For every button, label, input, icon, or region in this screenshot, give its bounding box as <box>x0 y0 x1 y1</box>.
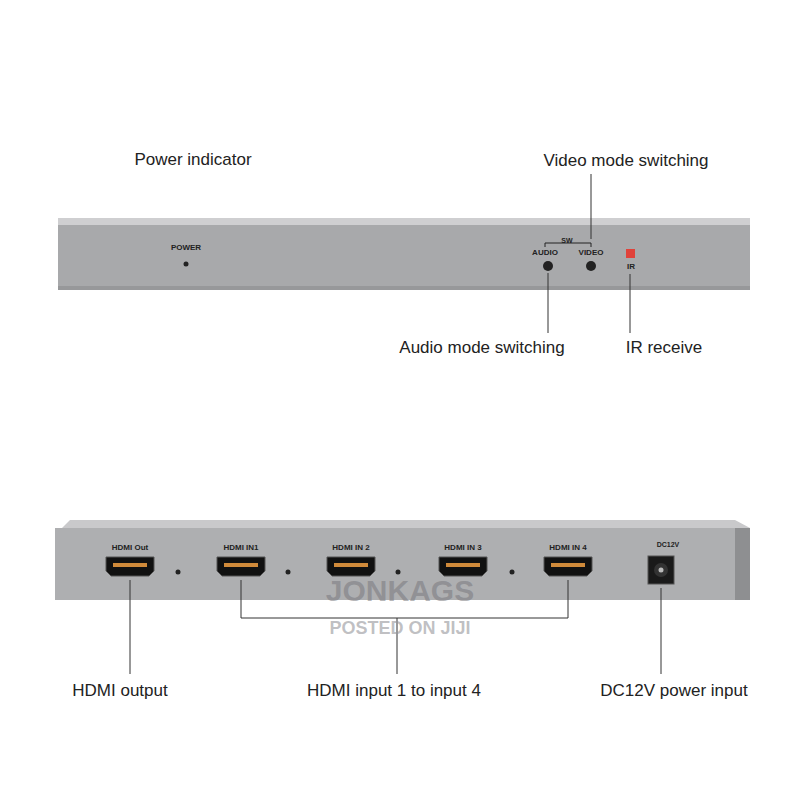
callout-label: HDMI input 1 to input 4 <box>307 682 481 699</box>
front-panel-top <box>58 218 750 225</box>
panel-label: POWER <box>171 244 201 252</box>
panel-label: HDMI Out <box>112 544 148 552</box>
leader-line <box>130 580 131 674</box>
ir-window <box>626 249 635 258</box>
rear-panel-top <box>62 520 750 528</box>
port-leds <box>176 570 515 575</box>
panel-label: SW <box>561 237 572 244</box>
audio-button <box>543 261 553 271</box>
video-button <box>586 261 596 271</box>
callout-label: IR receive <box>626 339 703 356</box>
leader-line <box>591 174 592 239</box>
callout-label: HDMI output <box>72 682 167 699</box>
panel-label: VIDEO <box>579 249 604 257</box>
leader-line <box>548 273 549 333</box>
hdmi-contacts <box>113 563 585 567</box>
watermark: POSTED ON JIJI <box>329 619 470 637</box>
dc-jack <box>648 556 674 584</box>
panel-label: IR <box>627 263 635 271</box>
callout-label: DC12V power input <box>600 682 747 699</box>
panel-label: HDMI IN1 <box>223 544 258 552</box>
rear-panel-cap <box>735 528 750 600</box>
panel-label: AUDIO <box>532 249 558 257</box>
panel-label: HDMI IN 4 <box>549 544 586 552</box>
leader-line <box>630 274 631 333</box>
front-panel <box>58 218 750 290</box>
panel-label: HDMI IN 2 <box>332 544 369 552</box>
panel-label: HDMI IN 3 <box>444 544 481 552</box>
front-panel-bottom <box>58 286 750 290</box>
power-led <box>184 262 189 267</box>
hdmi-ports <box>106 557 592 576</box>
sw-bracket <box>545 243 591 247</box>
leader-line <box>661 588 662 674</box>
callout-label: Power indicator <box>134 151 251 168</box>
callout-label: Audio mode switching <box>399 339 564 356</box>
watermark: JONKAGS <box>326 576 474 606</box>
callout-label: Video mode switching <box>543 152 708 169</box>
panel-label: DC12V <box>657 541 680 548</box>
front-panel-node: POWER SWAUDIO VIDEO IR <box>58 218 750 290</box>
